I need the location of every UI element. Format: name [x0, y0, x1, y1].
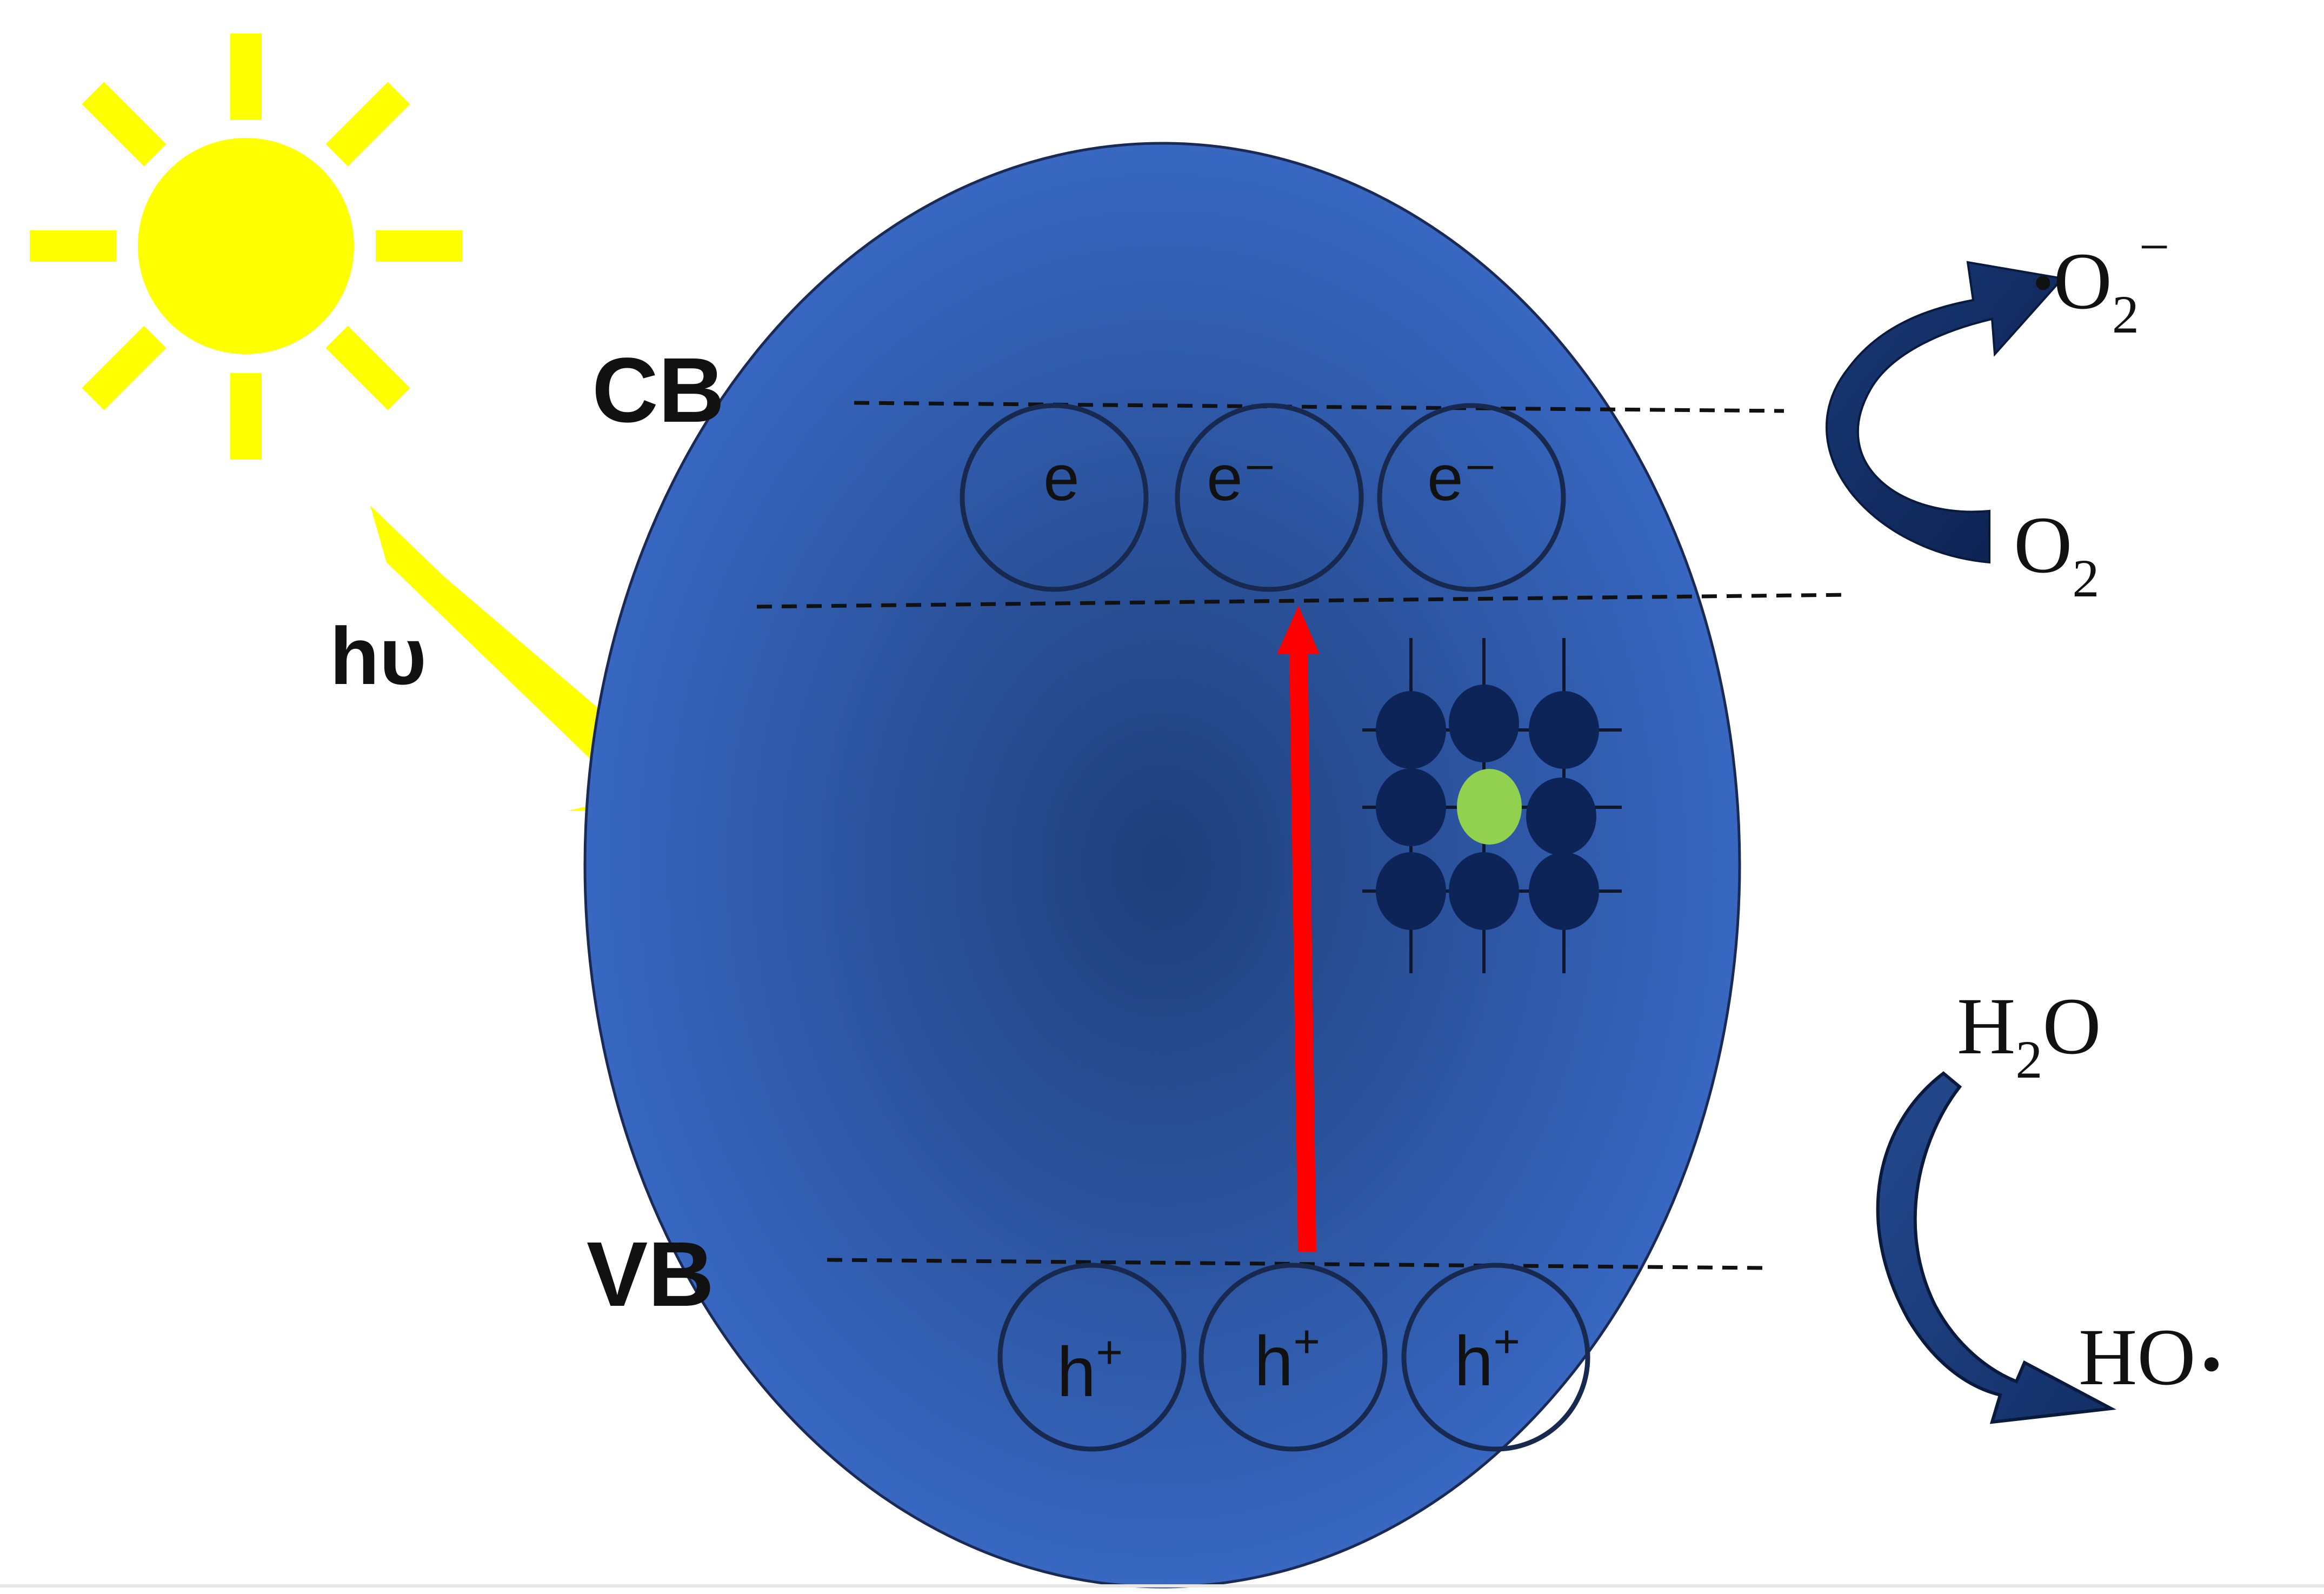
excitation-arrow	[1277, 606, 1320, 1252]
dopant-lattice-icon	[1362, 638, 1622, 973]
superoxide-label: •O2−	[2033, 217, 2169, 344]
lattice-atom	[1376, 852, 1446, 930]
lattice-atom	[1526, 778, 1596, 855]
vb-line	[827, 1258, 1763, 1270]
electron-label: e	[1043, 442, 1080, 514]
hole-label: h+	[1254, 1316, 1320, 1400]
lattice-atom	[1449, 852, 1519, 930]
electron-label: e⁻	[1207, 442, 1277, 514]
electron-circle	[1175, 403, 1364, 592]
hole-circle	[1198, 1263, 1388, 1452]
cb-upper-line	[854, 401, 1784, 413]
hole-label: h+	[1454, 1316, 1520, 1400]
electron-label: e⁻	[1427, 442, 1497, 514]
photon-label: hυ	[330, 610, 427, 701]
lattice-atom	[1376, 691, 1446, 769]
oxygen-label: O2	[2014, 500, 2099, 608]
reduction-arrow	[1825, 261, 2065, 564]
sun-icon	[30, 34, 462, 460]
hydroxyl-label: HO•	[2079, 1312, 2222, 1402]
water-label: H2O	[1957, 981, 2101, 1090]
electron-circle	[1377, 403, 1566, 592]
lattice-atom	[1376, 768, 1446, 846]
vb-label: VB	[587, 1223, 714, 1326]
hole-circle	[997, 1263, 1187, 1452]
lattice-atom	[1529, 691, 1599, 769]
hole-circle	[1401, 1263, 1590, 1452]
oxidation-arrow	[1876, 1071, 2116, 1424]
lattice-atom	[1529, 852, 1599, 930]
cb-label: CB	[592, 339, 725, 442]
dopant-atom	[1457, 769, 1522, 845]
electron-circle	[960, 403, 1149, 592]
hole-label: h+	[1057, 1327, 1123, 1411]
electron-group: e e⁻ e⁻	[960, 403, 1566, 592]
cb-lower-line	[756, 593, 1849, 609]
lattice-atom	[1449, 685, 1519, 762]
hole-group: h+ h+ h+	[997, 1263, 1590, 1452]
